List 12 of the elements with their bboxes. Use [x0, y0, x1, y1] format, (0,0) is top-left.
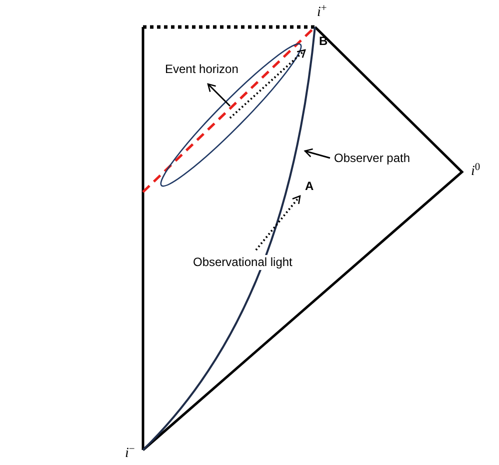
diagram-label: Observational light — [193, 255, 292, 269]
light-ray-arrow — [255, 195, 301, 251]
diagram-label: Observer path — [334, 151, 410, 165]
infinity-label: i$^{+}$ — [317, 6, 327, 20]
infinity-label: i$^{0}$ — [471, 165, 480, 179]
horizon-ellipse — [160, 43, 302, 187]
infinity-label: i$^{−}$ — [125, 447, 135, 461]
diagram-label: A — [305, 179, 314, 193]
diagram-label: Event horizon — [165, 62, 238, 76]
light-ray-arrow — [229, 49, 306, 119]
leader-arrow — [207, 83, 231, 107]
leader-arrow — [304, 148, 330, 159]
